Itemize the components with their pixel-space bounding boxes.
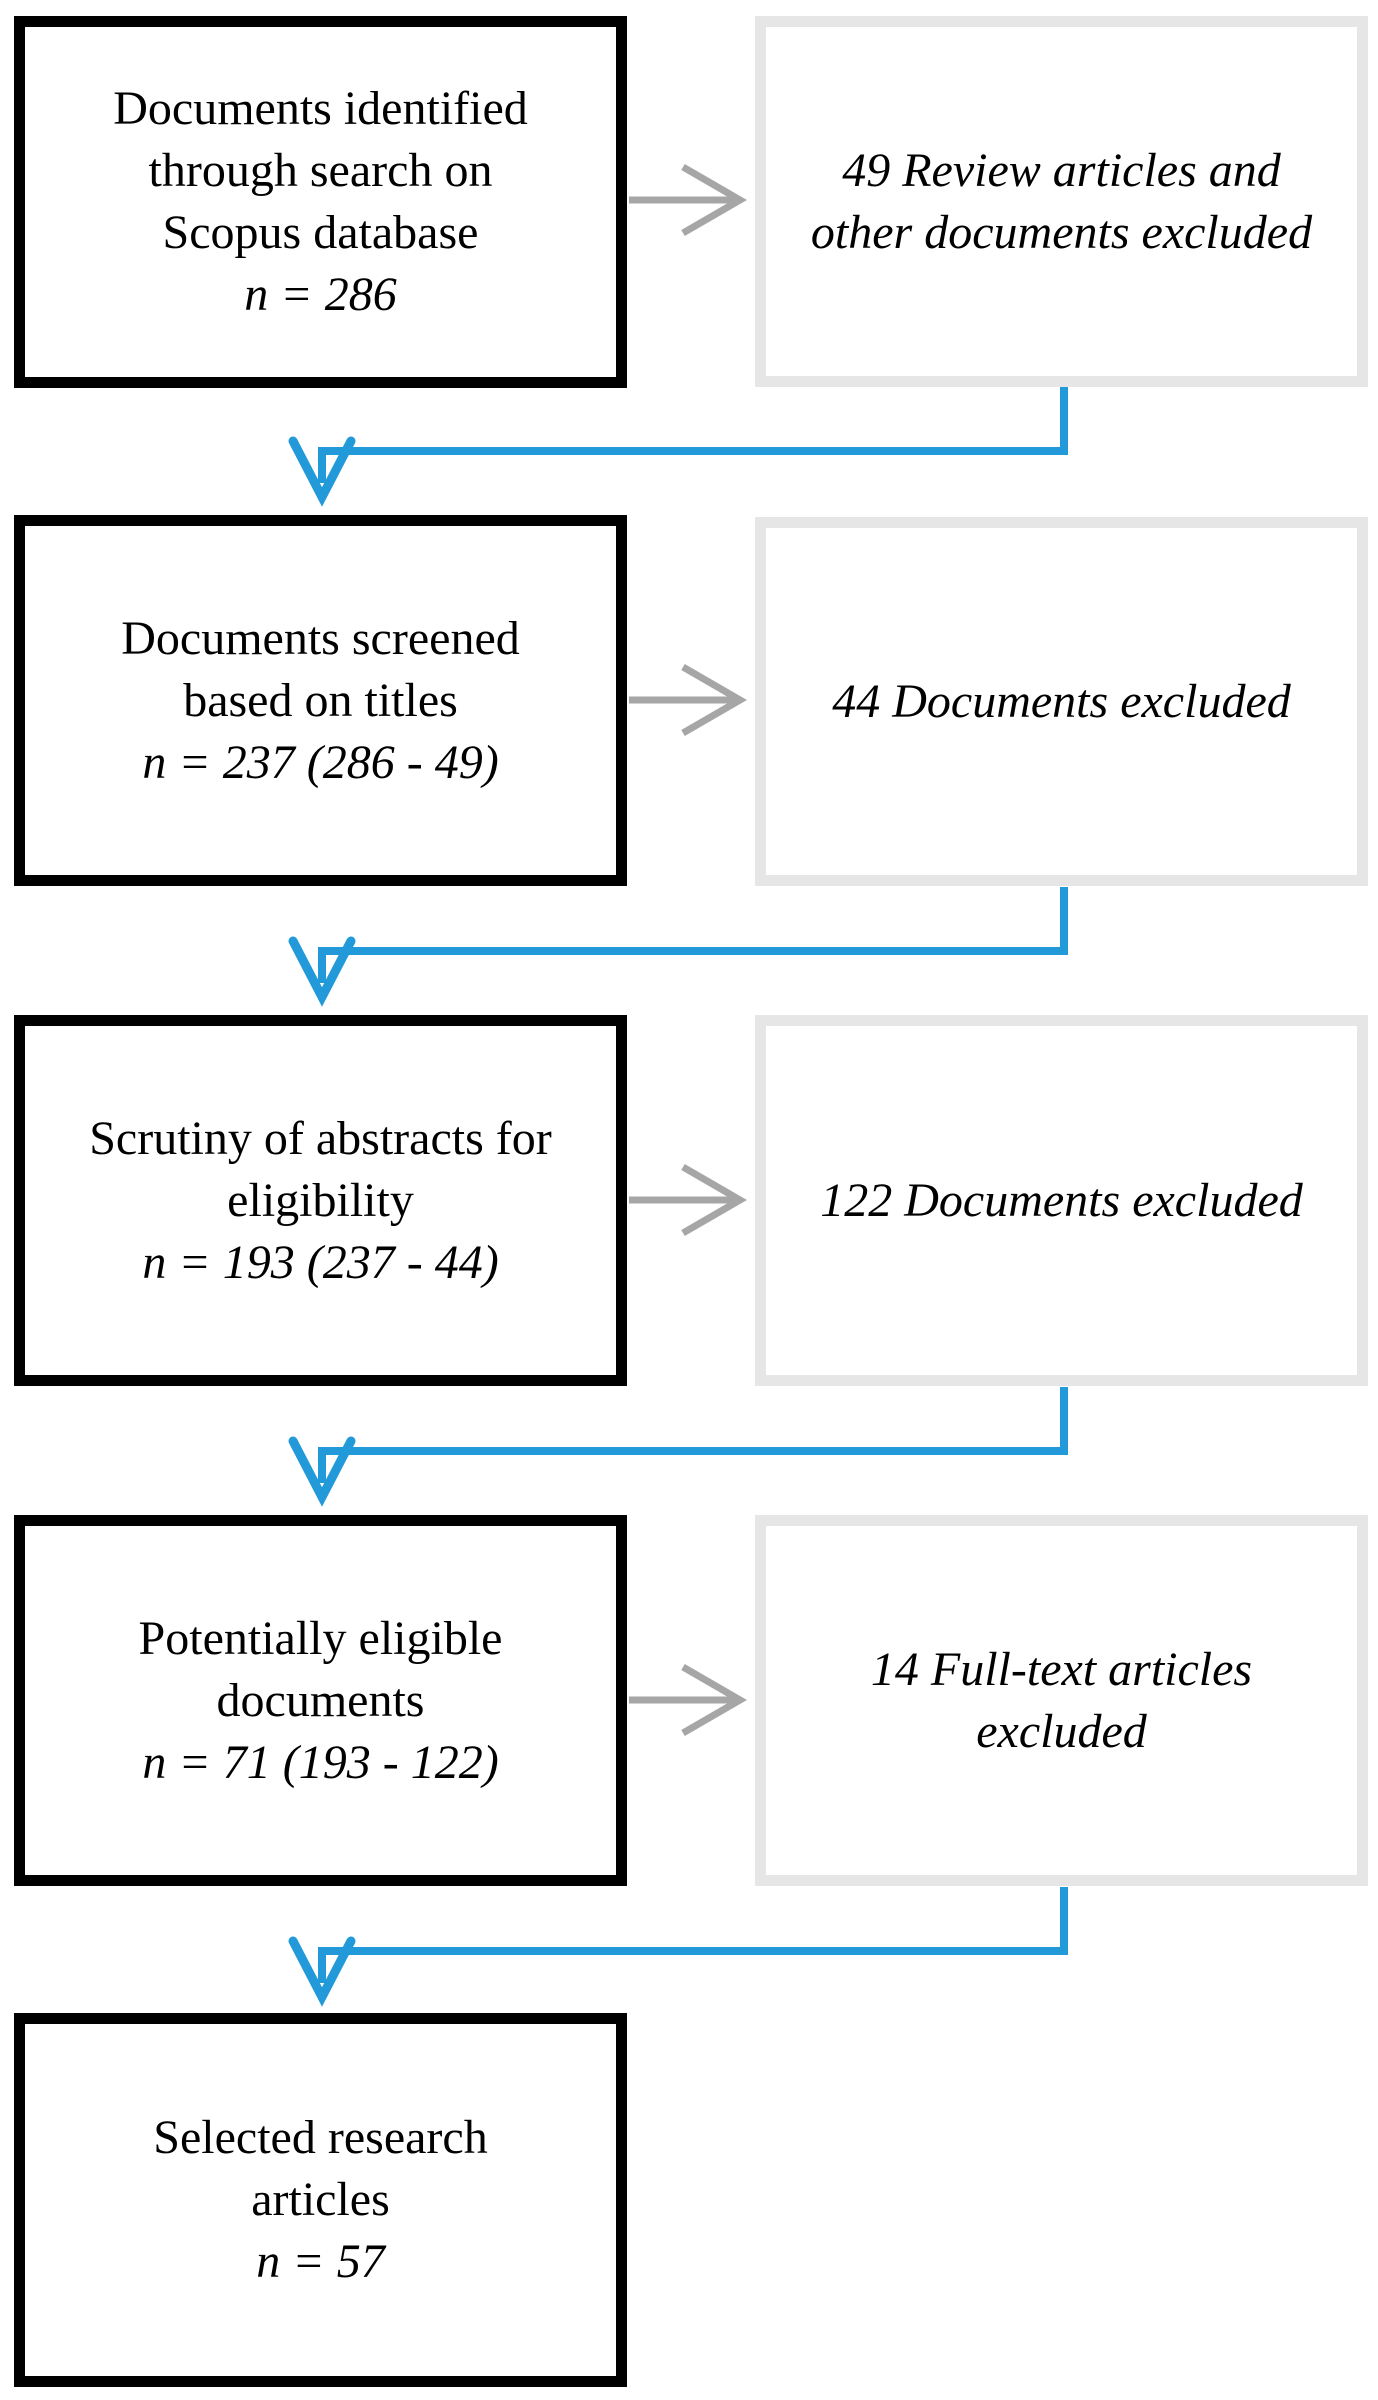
exclusion-line: 122 Documents excluded [820,1173,1303,1227]
step-line: based on titles [183,673,458,727]
exclusion-box-fulltext: 14 Full-text articles excluded [755,1515,1368,1886]
step-box-selected-articles: Selected research articles n = 57 [14,2013,627,2387]
step-line: articles [251,2173,390,2226]
exclusion-line: 44 Documents excluded [832,674,1291,728]
step-line: Scopus database [162,206,479,259]
exclusion-arrows [629,163,747,1737]
step-count: n = 193 (237 - 44) [142,1235,499,1289]
step-line: Documents screened [121,611,520,665]
step-line: Scrutiny of abstracts for [89,1111,552,1165]
step-line: Potentially eligible [138,1611,503,1665]
exclusion-arrow-3 [629,1163,747,1237]
step-count: n = 237 (286 - 49) [142,735,499,789]
exclusion-arrow-4 [629,1663,747,1737]
step-box-potentially-eligible: Potentially eligible documents n = 71 (1… [14,1515,627,1886]
step-box-identification: Documents identified through search on S… [14,16,627,388]
exclusion-line: other documents excluded [810,205,1313,259]
step-line: Documents identified [113,82,528,135]
step-count: n = 286 [244,268,397,321]
exclusion-box-title-screen: 44 Documents excluded [755,517,1368,886]
step-box-title-screening: Documents screened based on titles n = 2… [14,515,627,886]
step-box-abstract-scrutiny: Scrutiny of abstracts for eligibility n … [14,1015,627,1386]
exclusion-box-abstract-screen: 122 Documents excluded [755,1015,1368,1386]
step-line: eligibility [227,1173,414,1227]
flow-connector-4 [288,1887,1068,2007]
exclusion-line: 14 Full-text articles [870,1642,1253,1696]
step-line: documents [216,1673,425,1727]
flow-connector-3 [288,1387,1068,1507]
exclusion-line: excluded [976,1704,1147,1758]
exclusion-arrow-1 [629,163,747,237]
flow-connector-1 [288,387,1068,507]
step-count: n = 71 (193 - 122) [142,1735,499,1789]
exclusion-line: 49 Review articles and [842,143,1281,197]
exclusion-arrow-2 [629,663,747,737]
flow-connector-2 [288,887,1068,1007]
exclusion-box-review-articles: 49 Review articles and other documents e… [755,16,1368,387]
step-line: through search on [148,144,493,197]
step-count: n = 57 [256,2235,385,2288]
step-line: Selected research [153,2111,488,2164]
